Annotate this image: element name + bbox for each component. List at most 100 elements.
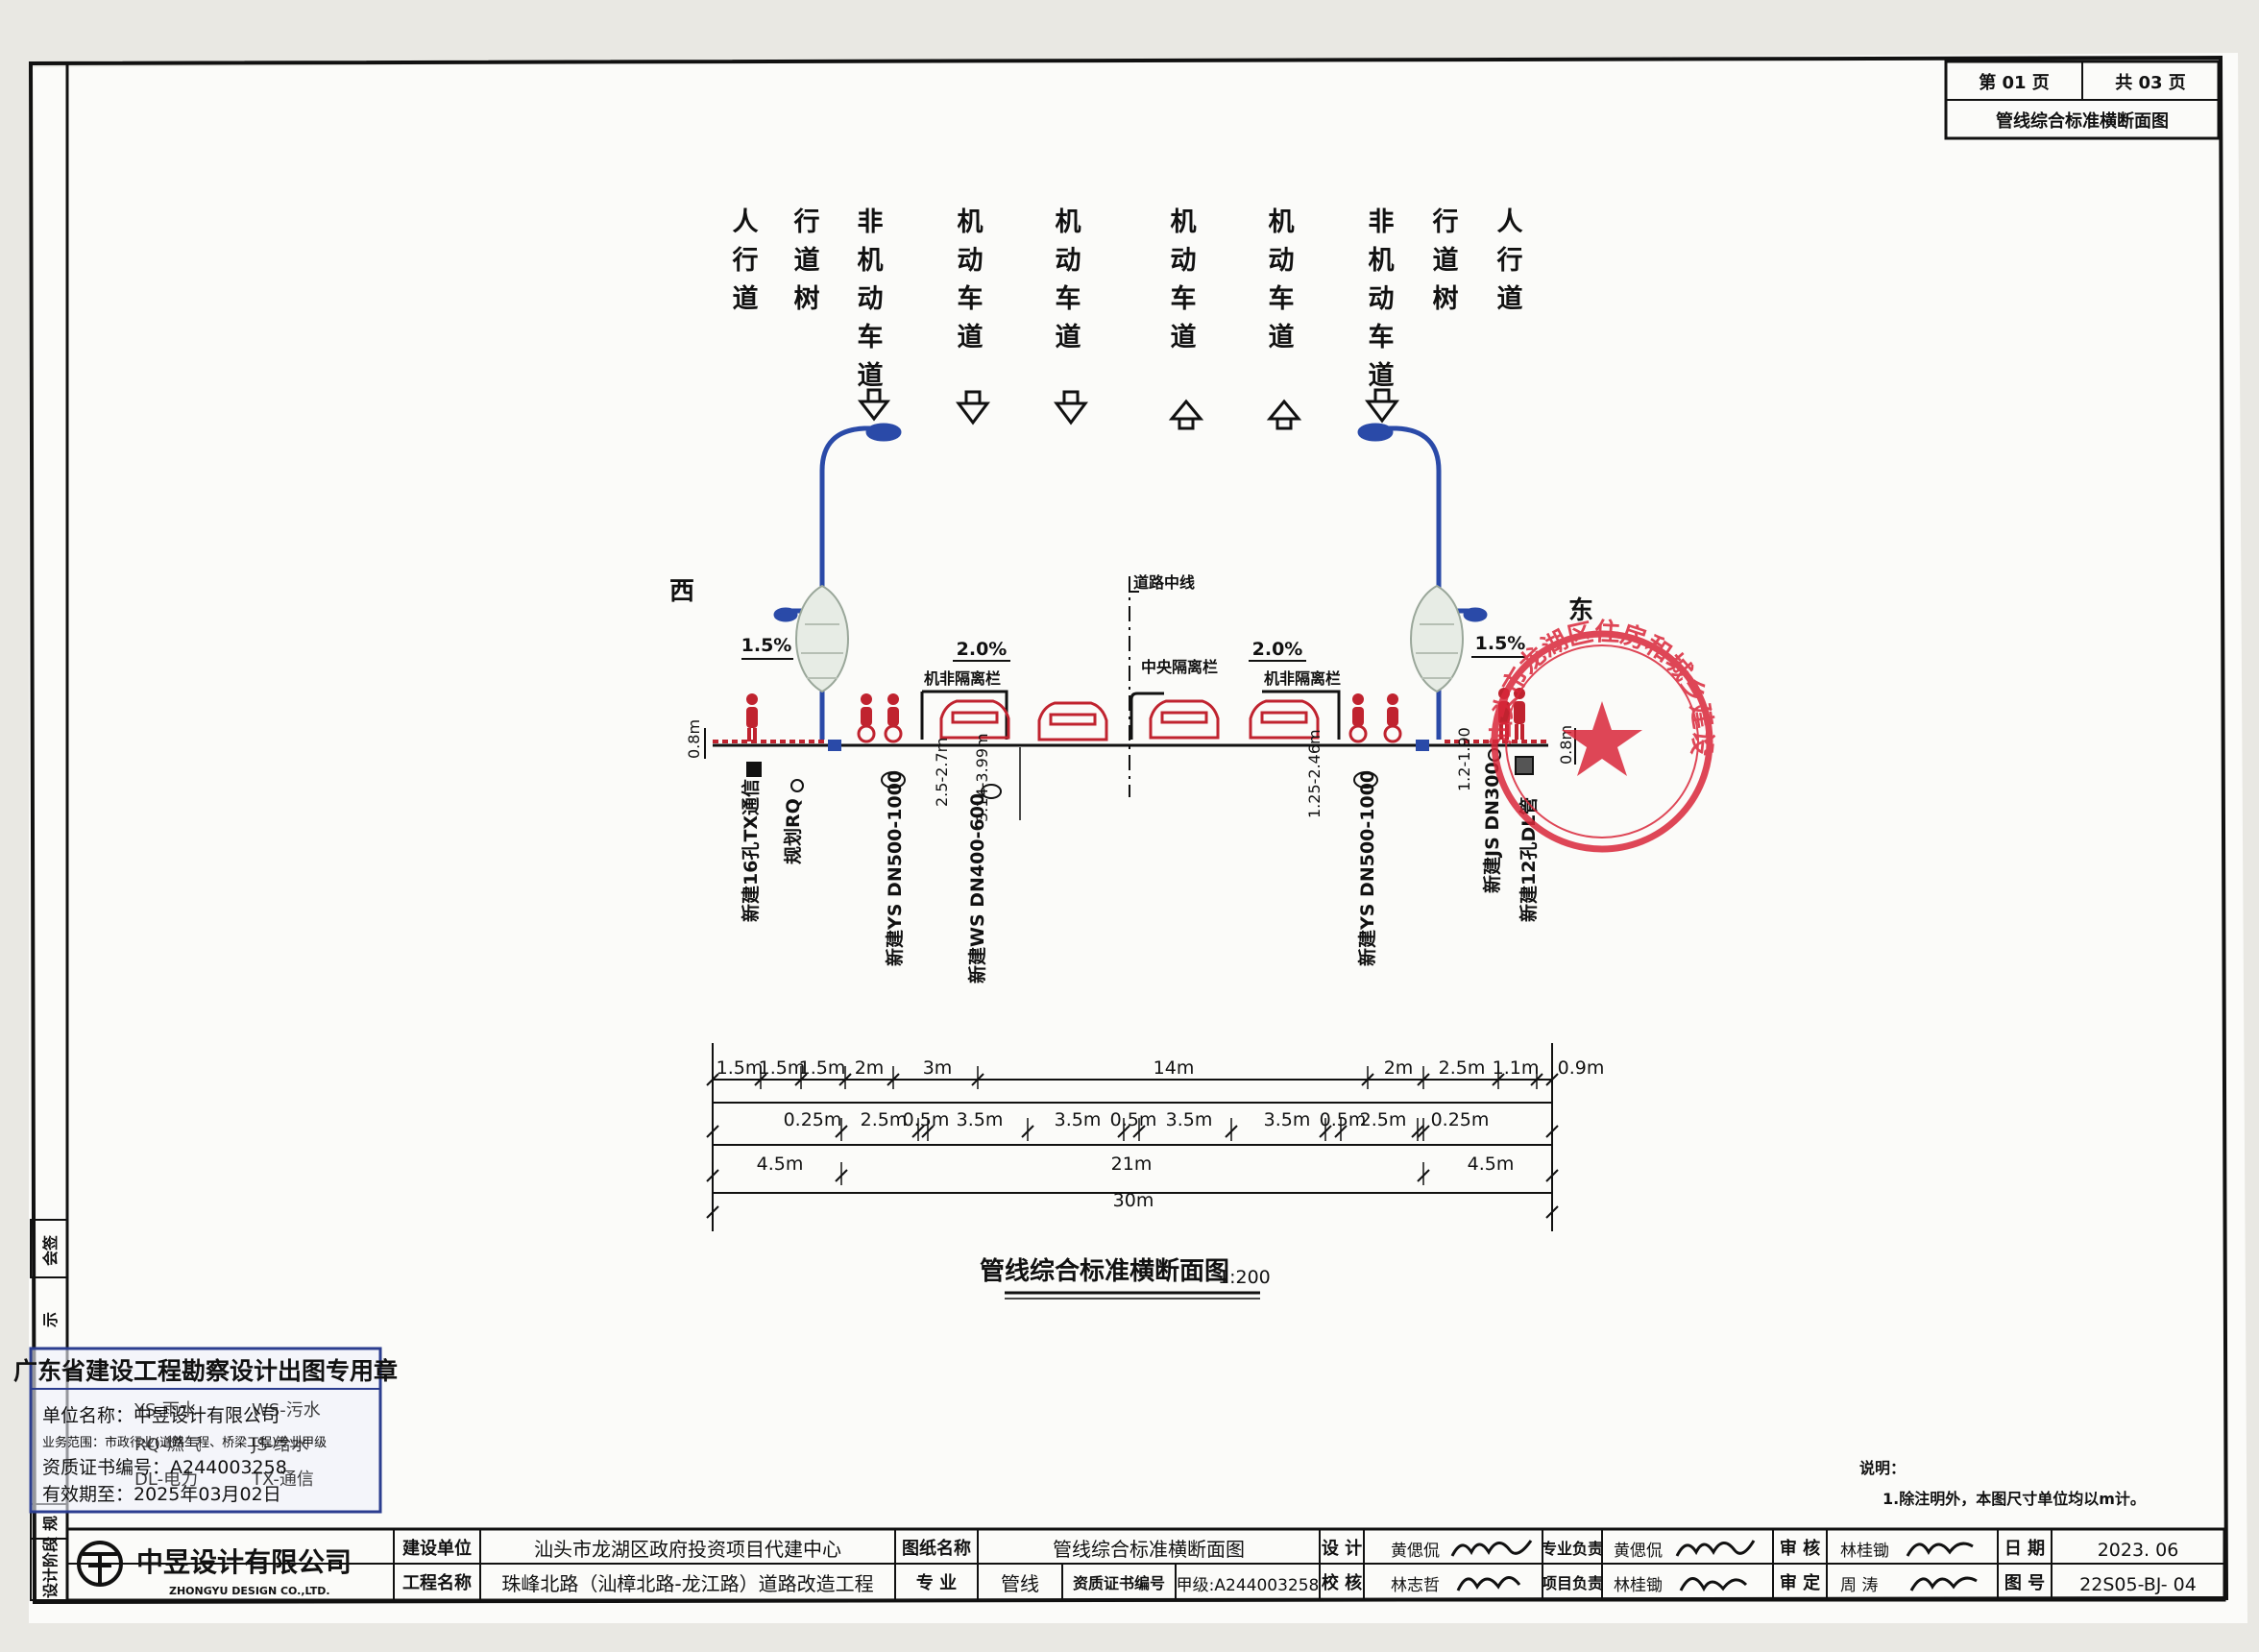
- slope-right-walk: 1.5%: [1475, 633, 1526, 654]
- east-label: 东: [1568, 595, 1593, 625]
- arrow-up-icon: [1168, 399, 1204, 430]
- company-logo: [77, 1541, 123, 1587]
- left-curb-height: 0.8m: [685, 719, 703, 759]
- drawing-title-block: 管线综合标准横断面图 1:200: [980, 1256, 1271, 1300]
- legend-rq: RQ-燃气: [134, 1435, 202, 1455]
- design-label: 设 计: [1322, 1538, 1362, 1559]
- side-tab-rule: 规: [41, 1516, 60, 1531]
- cert-label: 资质证书编号: [1073, 1574, 1165, 1592]
- cyclist-icon: [1383, 693, 1402, 743]
- legend-tx: TX-通信: [251, 1470, 314, 1490]
- cert-number: 甲级:A244003258: [1177, 1576, 1320, 1595]
- proj-lead-signature: [1679, 1577, 1748, 1592]
- drawing-name: 管线综合标准横断面图: [1053, 1538, 1245, 1561]
- dimension-label: 3.5m: [1264, 1109, 1311, 1130]
- legend-js: JS-给水: [251, 1435, 308, 1455]
- arrow-down-icon: [1054, 390, 1088, 425]
- dimension-label: 14m: [1154, 1057, 1195, 1079]
- cyclist-icon: [884, 693, 903, 743]
- lane-label: 人行道: [1496, 207, 1523, 314]
- proj-lead-label: 项目负责: [1542, 1574, 1603, 1592]
- right-barrier-label: 机非隔离栏: [1264, 669, 1341, 688]
- tree-left: [795, 584, 849, 693]
- approve-label: 审 定: [1780, 1572, 1820, 1593]
- median-label: 中央隔离栏: [1141, 658, 1218, 676]
- cyclist-icon: [1348, 693, 1368, 743]
- company-name-en: ZHONGYU DESIGN CO.,LTD.: [169, 1585, 330, 1597]
- lane-label: 机动车道: [1056, 207, 1081, 352]
- drawing-scale: 1:200: [1218, 1267, 1271, 1288]
- storm-pipe-icon: [1353, 771, 1378, 789]
- legend-dl: DL-电力: [134, 1470, 198, 1490]
- arrow-up-icon: [1266, 399, 1302, 430]
- stamp-line-1: 单位名称：中昱设计有限公司: [42, 1405, 279, 1426]
- reviewer: 林桂锄: [1840, 1542, 1889, 1561]
- depth-annotations: 2.5-2.7m 3.14-3.99m 1.25-2.46m 1.2-1.90: [933, 727, 1473, 822]
- street-light-left: [773, 423, 902, 740]
- car-icon: [1249, 699, 1320, 740]
- side-tab-stage: 设计阶段: [41, 1536, 60, 1598]
- slope-markers: 1.5% 2.0% 2.0% 1.5%: [741, 633, 1526, 662]
- approver: 周 涛: [1840, 1576, 1878, 1595]
- dimension-label: 0.5m: [903, 1109, 950, 1130]
- dimension-label: 1.1m: [1493, 1057, 1540, 1079]
- depth-c: 1.25-2.46m: [1305, 729, 1324, 818]
- dimension-label: 3.5m: [1055, 1109, 1102, 1130]
- car-icons: [939, 699, 1320, 741]
- stamp-line-4: 有效期至：2025年03月02日: [42, 1484, 281, 1505]
- arrow-down-icon: [857, 388, 891, 422]
- legend-ws: WS-污水: [252, 1400, 321, 1421]
- pipe-label: 新建WS DN400-600: [966, 793, 988, 984]
- lane-label: 非机动车道: [1369, 207, 1395, 391]
- slope-left-road: 2.0%: [957, 639, 1008, 660]
- page-number: 第 01 页: [1979, 72, 2050, 93]
- lane-label: 机动车道: [1171, 207, 1197, 352]
- tree-right: [1410, 584, 1464, 693]
- slope-right-road: 2.0%: [1252, 639, 1303, 660]
- date: 2023. 06: [2098, 1540, 2179, 1561]
- project-name: 珠峰北路（汕樟北路-龙江路）道路改造工程: [501, 1572, 873, 1595]
- road-center-label: 道路中线: [1133, 573, 1195, 592]
- legend-ys: YS-雨水: [134, 1400, 197, 1421]
- sheet-title: 管线综合标准横断面图: [1996, 110, 2169, 132]
- depth-d: 1.2-1.90: [1455, 727, 1473, 791]
- pro-lead-signature: [1675, 1540, 1756, 1557]
- depth-b: 3.14-3.99m: [973, 733, 991, 822]
- cyclist-icon: [857, 693, 876, 743]
- header-box: 第 01 页 共 03 页 管线综合标准横断面图: [1944, 60, 2221, 140]
- outer-frame: [28, 55, 2229, 1605]
- fig-no-label: 图 号: [2004, 1573, 2045, 1593]
- date-label: 日 期: [2004, 1539, 2045, 1559]
- stamp-title: 广东省建设工程勘察设计出图专用章: [13, 1357, 398, 1385]
- drawing-title: 管线综合标准横断面图: [980, 1256, 1229, 1286]
- pipe-label: 新建JS DN300: [1481, 762, 1503, 893]
- notes: 说明： 1.除注明外，本图尺寸单位均以m计。: [1859, 1459, 2146, 1508]
- notes-heading: 说明：: [1859, 1459, 1906, 1477]
- stamp-line-2: 业务范围：市政行业(道路工程、桥梁工程)专业甲级: [42, 1435, 327, 1450]
- designer-signature: [1450, 1540, 1533, 1557]
- lane-label: 行道树: [793, 206, 820, 314]
- lane-label: 人行道: [732, 207, 759, 314]
- car-icon: [939, 699, 1010, 740]
- dimension-label: 3.5m: [1166, 1109, 1213, 1130]
- checker-signature: [1456, 1576, 1521, 1591]
- sewer-pipe-icon: [981, 784, 1002, 799]
- dimension-label: 0.9m: [1558, 1057, 1605, 1079]
- notes-line-1: 1.除注明外，本图尺寸单位均以m计。: [1882, 1490, 2146, 1508]
- dimension-label: 2.5m: [861, 1109, 908, 1130]
- lane-label: 机动车道: [958, 207, 984, 352]
- right-barrier: [1262, 690, 1341, 740]
- figure-number: 22S05-BJ- 04: [2079, 1574, 2197, 1595]
- dimension-label: 0.5m: [1110, 1109, 1157, 1130]
- pipe-label: 新建YS DN500-1000: [884, 770, 906, 966]
- lane-label: 非机动车道: [858, 207, 884, 391]
- dimension-label: 2m: [1384, 1057, 1414, 1079]
- left-barrier: [920, 690, 1008, 740]
- stamp-line-3: 资质证书编号：A244003258: [42, 1457, 287, 1478]
- check-label: 校 核: [1322, 1572, 1362, 1593]
